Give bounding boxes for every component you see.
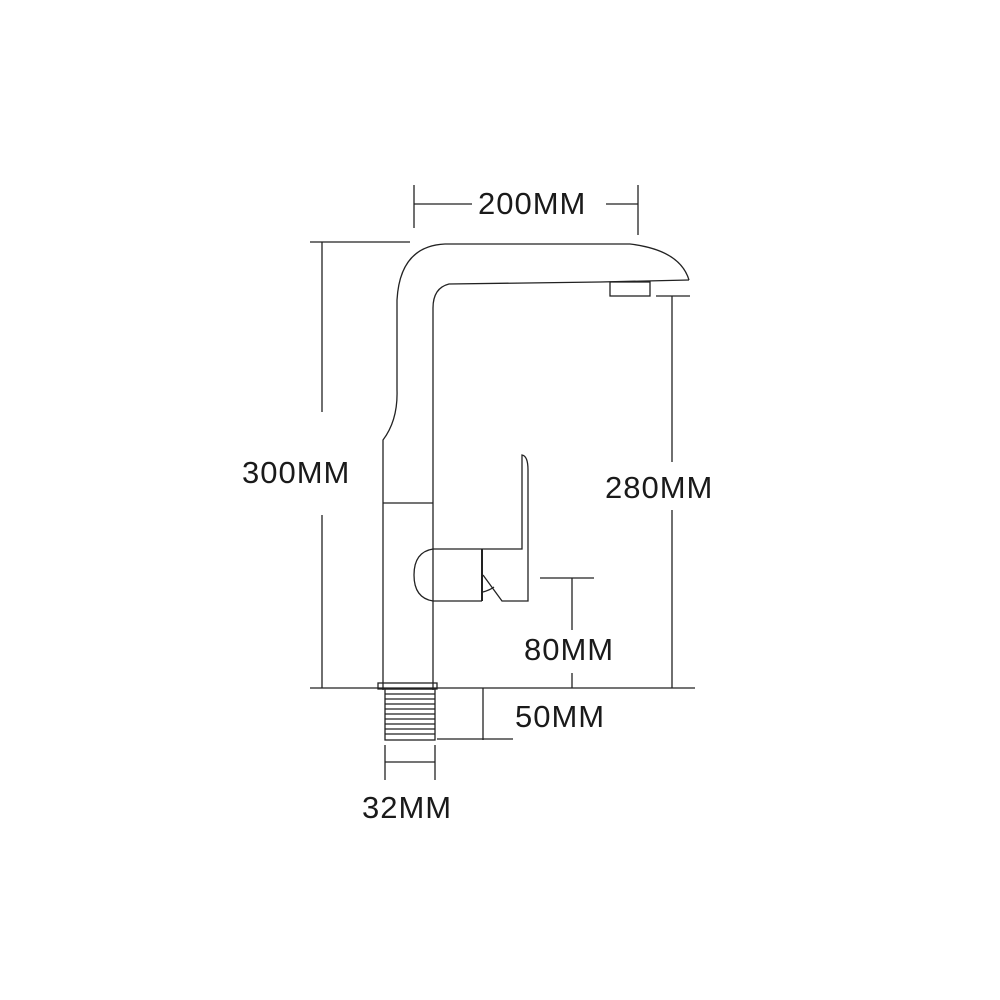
dim-50 — [437, 688, 513, 740]
dim-200 — [413, 185, 639, 235]
label-spout-reach: 200MM — [478, 186, 587, 221]
label-thread-length: 50MM — [515, 699, 606, 734]
label-handle-height: 80MM — [524, 632, 615, 667]
dim-32 — [384, 745, 436, 780]
dim-280 — [656, 295, 690, 688]
dim-300 — [310, 241, 410, 688]
dim-80 — [540, 577, 594, 688]
label-spout-height: 280MM — [605, 470, 714, 505]
label-thread-diameter: 32MM — [362, 790, 453, 825]
faucet-body — [377, 243, 690, 741]
label-total-height: 300MM — [242, 455, 351, 490]
thread-lines — [384, 688, 436, 741]
